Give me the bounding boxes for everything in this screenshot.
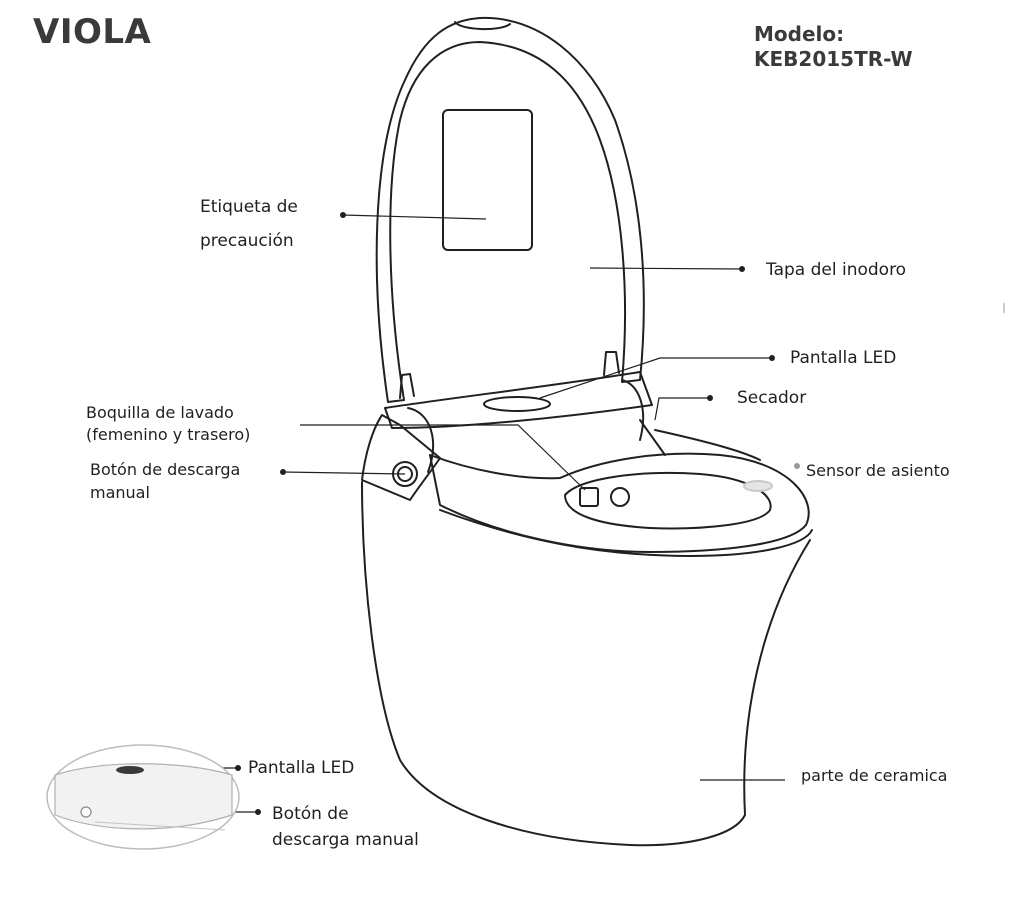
- toilet-lid-shape: [375, 16, 645, 403]
- label-wash-nozzle: Boquilla de lavado (femenino y trasero): [86, 402, 250, 446]
- label-inset-manual-flush: Botón de descarga manual: [272, 801, 419, 853]
- brand-title: VIOLA: [33, 12, 152, 52]
- ceramic-body-shape: [361, 481, 811, 847]
- label-ceramic-part: parte de ceramica: [801, 766, 948, 785]
- label-manual-flush-line2: manual: [90, 483, 150, 502]
- label-toilet-lid: Tapa del inodoro: [766, 260, 907, 280]
- warning-label-shape: [442, 109, 533, 251]
- label-wash-nozzle-line2: (femenino y trasero): [86, 425, 251, 444]
- seat-sensor-shape: [743, 480, 773, 492]
- hinge-left: [399, 373, 415, 399]
- label-inset-manual-flush-line1: Botón de: [272, 804, 349, 824]
- label-manual-flush: Botón de descarga manual: [90, 458, 240, 504]
- label-inset-manual-flush-line2: descarga manual: [272, 830, 419, 850]
- label-seat-sensor: Sensor de asiento: [806, 461, 950, 480]
- model-info: Modelo: KEB2015TR-W: [754, 22, 913, 72]
- toilet-seat-shape: [429, 452, 810, 553]
- label-wash-nozzle-line1: Boquilla de lavado: [86, 403, 234, 422]
- label-warning-label: Etiqueta de precaución: [200, 190, 298, 258]
- inset-detail-view: [46, 744, 240, 850]
- led-screen-shape: [483, 396, 551, 412]
- label-dryer: Secador: [737, 388, 807, 408]
- model-label: Modelo:: [754, 22, 845, 46]
- label-warning-label-line2: precaución: [200, 231, 294, 251]
- hinge-right: [603, 351, 620, 376]
- label-inset-led-screen: Pantalla LED: [248, 758, 355, 778]
- label-led-screen: Pantalla LED: [790, 348, 897, 368]
- model-code: KEB2015TR-W: [754, 47, 913, 71]
- label-manual-flush-line1: Botón de descarga: [90, 460, 241, 479]
- label-warning-label-line1: Etiqueta de: [200, 197, 298, 217]
